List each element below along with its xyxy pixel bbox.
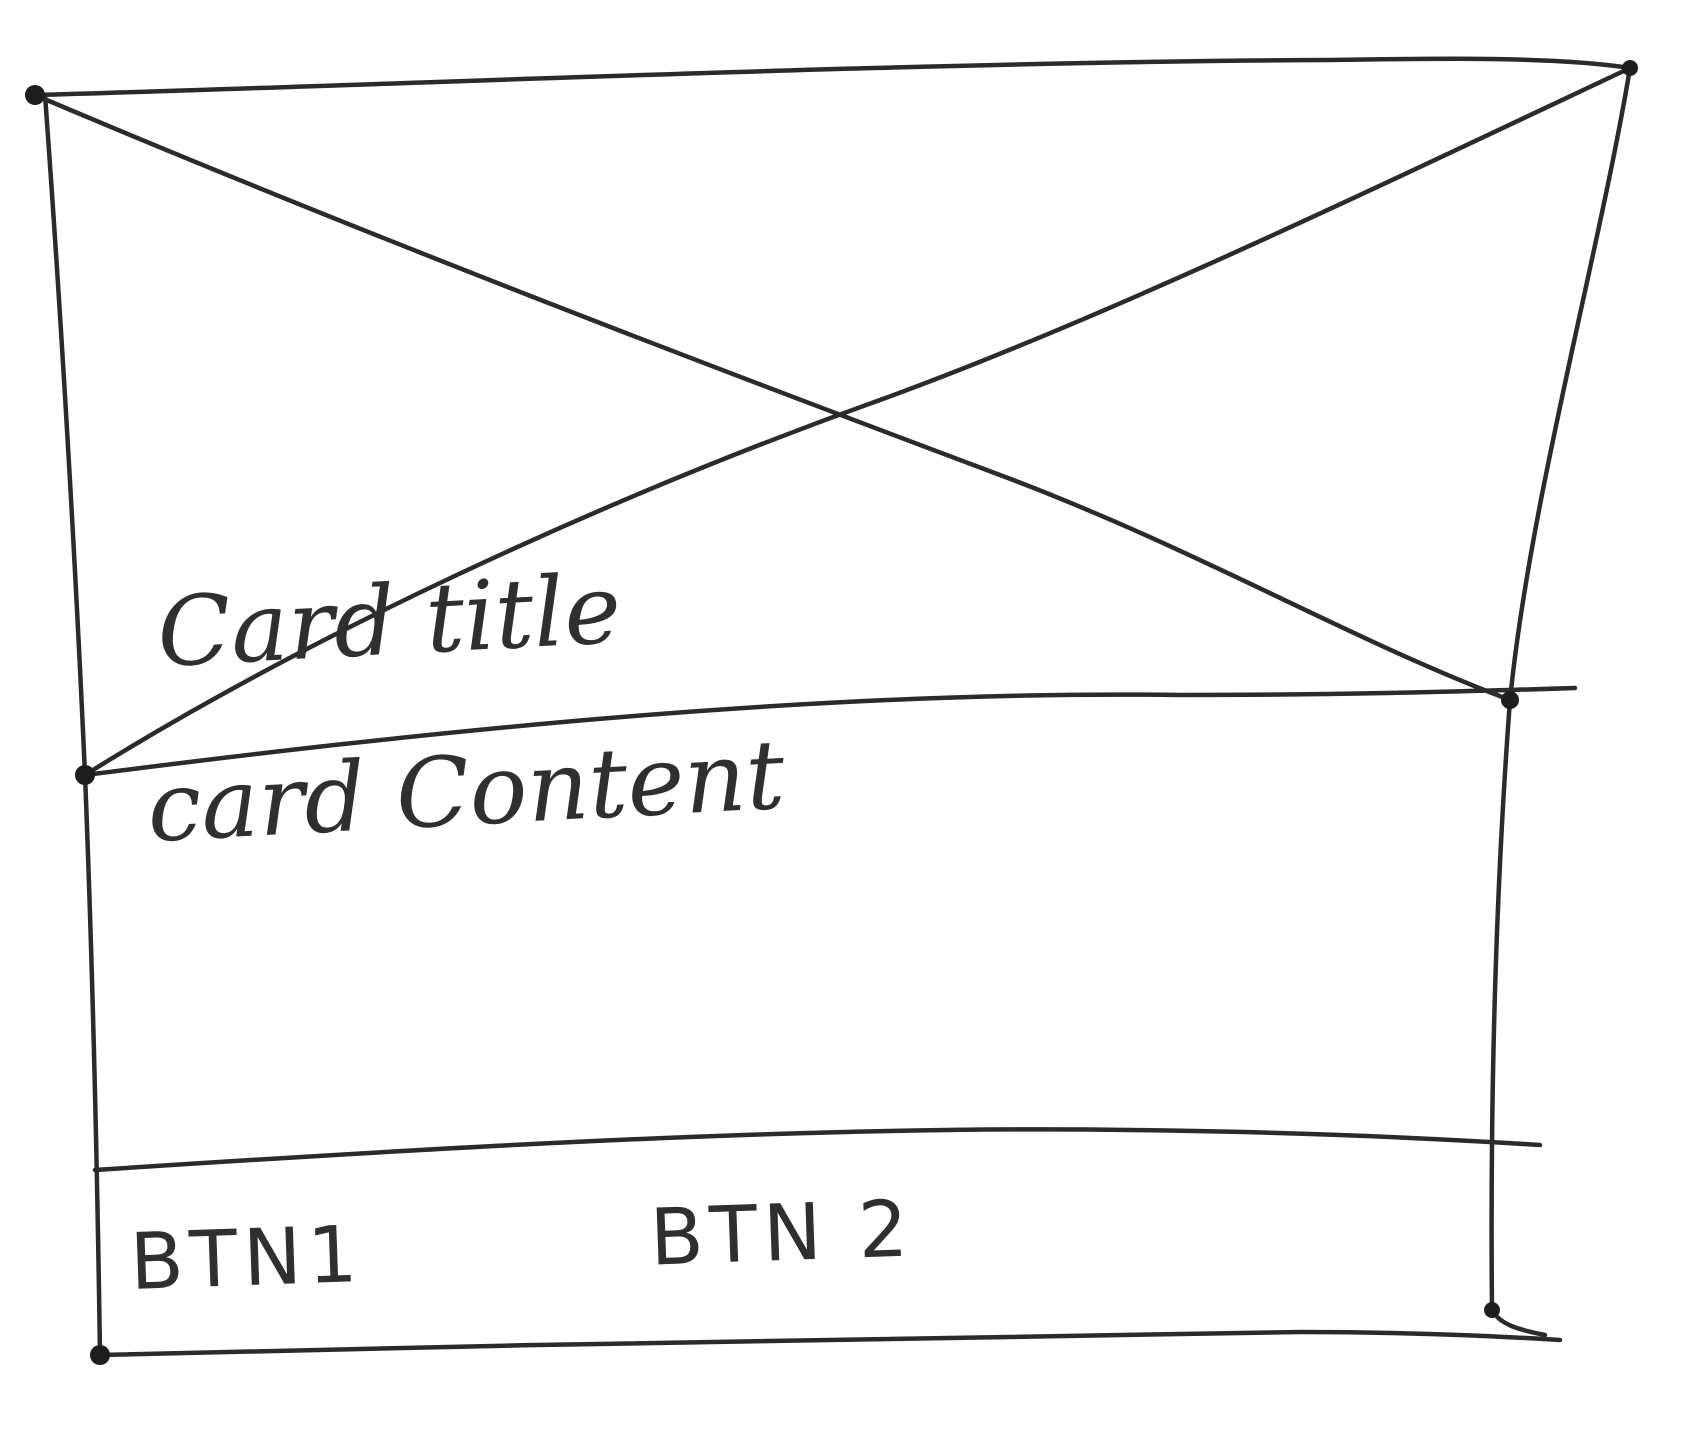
card-title: Card title: [154, 552, 624, 689]
actions-divider: [92, 1127, 1543, 1173]
card-right-border: [1489, 697, 1513, 1313]
corner-dot-mid-right: [1501, 691, 1519, 709]
corner-dot-bottom-left: [90, 1345, 110, 1365]
image-placeholder-cross-diagonal-2: [82, 65, 1633, 778]
image-placeholder-cross-diagonal-1: [32, 92, 1513, 703]
image-left-border: [42, 92, 88, 778]
corner-dot-top-right: [1622, 60, 1638, 76]
image-top-border: [32, 56, 1633, 98]
card-bottom-right-hook: [1489, 1307, 1548, 1338]
corner-dot-mid-left: [75, 765, 95, 785]
card-bottom-border: [97, 1329, 1563, 1358]
image-bottom-border: [82, 685, 1578, 778]
card-left-border: [82, 772, 103, 1358]
btn2-button[interactable]: BTN 2: [648, 1184, 916, 1284]
corner-dot-top-left: [25, 85, 45, 105]
corner-dot-bottom-right: [1484, 1302, 1500, 1318]
image-right-border: [1507, 65, 1633, 703]
btn1-button[interactable]: BTN1: [128, 1209, 365, 1309]
